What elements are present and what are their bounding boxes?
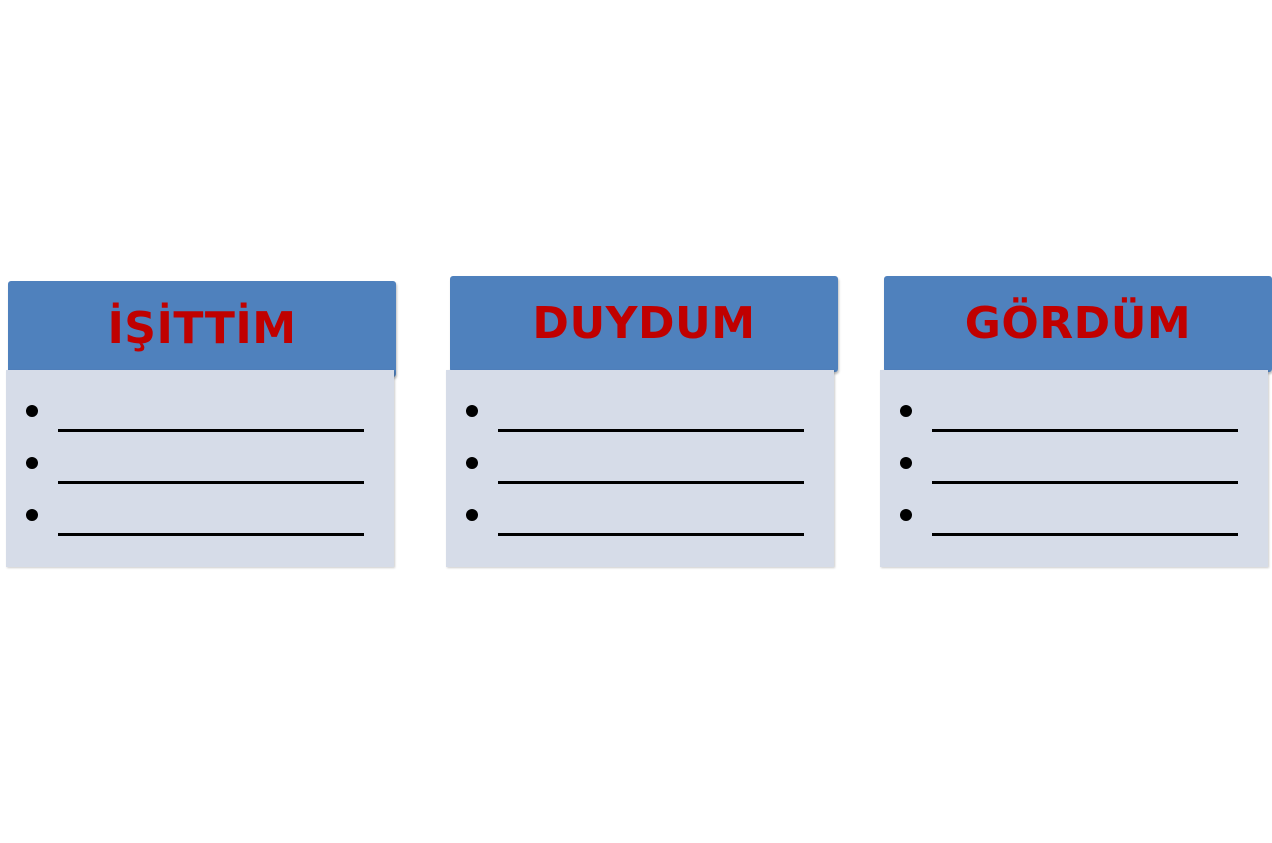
bullet-icon	[900, 509, 912, 521]
card-body	[880, 370, 1268, 567]
bullet-icon	[466, 509, 478, 521]
list-item	[900, 398, 1238, 450]
bullet-icon	[26, 405, 38, 417]
card-title: DUYDUM	[532, 298, 756, 349]
bullet-icon	[26, 509, 38, 521]
bullet-icon	[466, 405, 478, 417]
list-item	[26, 398, 364, 450]
bullet-list	[466, 398, 804, 554]
card-header: DUYDUM	[450, 276, 838, 372]
card-header: İŞİTTİM	[8, 281, 396, 377]
list-item	[26, 502, 364, 554]
list-item	[900, 502, 1238, 554]
blank-line	[498, 481, 804, 484]
blank-line	[498, 429, 804, 432]
bullet-icon	[26, 457, 38, 469]
bullet-icon	[900, 405, 912, 417]
blank-line	[58, 429, 364, 432]
blank-line	[932, 481, 1238, 484]
card-title: İŞİTTİM	[107, 303, 297, 354]
blank-line	[58, 533, 364, 536]
blank-line	[932, 533, 1238, 536]
card-body	[446, 370, 834, 567]
list-item	[26, 450, 364, 502]
blank-line	[932, 429, 1238, 432]
list-item	[466, 502, 804, 554]
blank-line	[58, 481, 364, 484]
card-body	[6, 370, 394, 567]
blank-line	[498, 533, 804, 536]
card-header: GÖRDÜM	[884, 276, 1272, 372]
list-item	[466, 450, 804, 502]
bullet-list	[26, 398, 364, 554]
list-item	[900, 450, 1238, 502]
list-item	[466, 398, 804, 450]
bullet-list	[900, 398, 1238, 554]
card-title: GÖRDÜM	[964, 298, 1192, 349]
bullet-icon	[900, 457, 912, 469]
bullet-icon	[466, 457, 478, 469]
